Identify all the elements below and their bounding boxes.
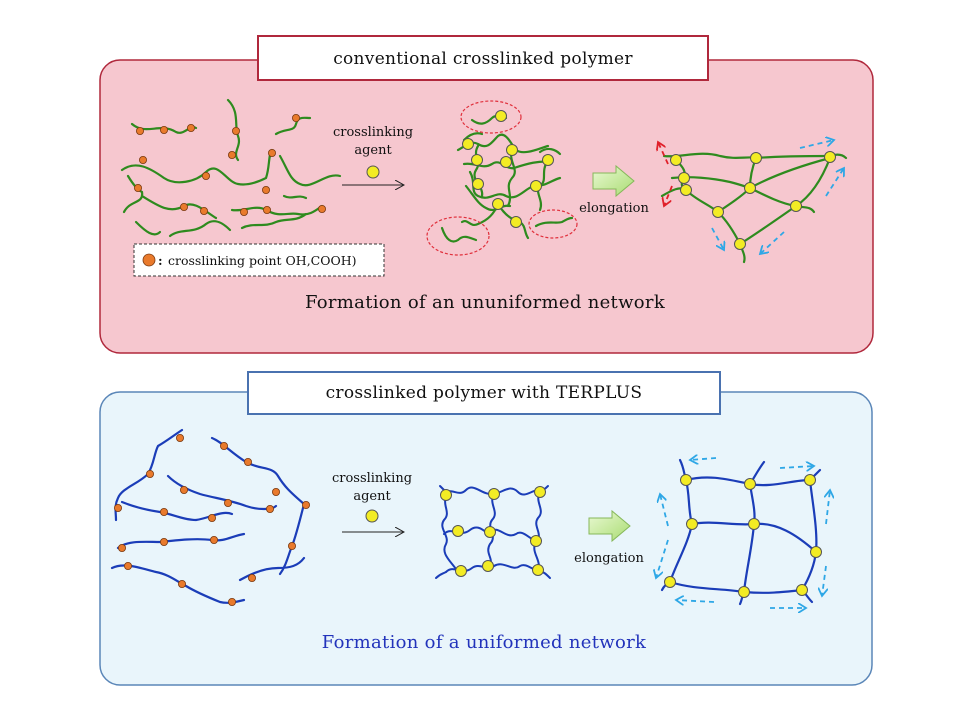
bottom-title: crosslinked polymer with TERPLUS — [326, 383, 643, 403]
blue-stress-arrow-bl — [711, 227, 724, 250]
top-elongation-label: elongation — [579, 201, 649, 216]
top-title: conventional crosslinked polymer — [333, 49, 633, 69]
red-stress-arrow-down — [664, 185, 673, 206]
red-stress-arrow-up — [658, 142, 669, 165]
blue-stress-arrow-tr — [799, 140, 834, 149]
top-panel: conventional crosslinked polymer — [99, 35, 874, 354]
blue-stress-arrow-left — [660, 494, 669, 527]
bottom-stress-arrows — [656, 458, 830, 608]
bottom-network-nodes — [440, 486, 546, 577]
bottom-reagent-label-2: agent — [353, 489, 391, 504]
bottom-caption: Formation of a uniformed network — [322, 632, 647, 653]
blue-stress-arrow-top-left — [690, 458, 717, 460]
dangling-chain-circle-right — [528, 209, 578, 239]
dangling-chain-left — [440, 226, 478, 243]
top-caption: Formation of an ununiformed network — [305, 292, 666, 313]
top-legend-box — [133, 243, 385, 277]
dangling-chain-circle-left — [426, 216, 490, 256]
bottom-reagent-label-1: crosslinking — [332, 471, 412, 486]
bottom-crosslink-points — [114, 433, 310, 607]
top-elongated-nodes — [670, 151, 836, 250]
top-reagent-label-1: crosslinking — [333, 125, 413, 140]
top-network-nodes — [462, 138, 554, 228]
top-title-box — [257, 35, 709, 81]
blue-stress-arrow-right-top — [826, 490, 830, 525]
bottom-elongated-nodes — [664, 474, 822, 598]
top-crosslink-points — [133, 114, 326, 216]
blue-stress-arrow-r — [825, 168, 844, 197]
dangling-chain-right — [534, 216, 574, 228]
bottom-elongation-arrow — [588, 509, 631, 543]
dangling-node-top — [495, 110, 507, 122]
crosslink-point-legend-icon — [142, 253, 156, 267]
top-reagent-label-2: agent — [354, 143, 392, 158]
blue-stress-arrow-left-low — [656, 539, 669, 578]
top-stress-arrows — [658, 140, 844, 254]
legend-text: crosslinking point OH,COOH) — [168, 253, 357, 268]
blue-stress-arrow-br — [760, 231, 785, 254]
bottom-elongation-label: elongation — [574, 551, 644, 566]
bottom-panel: crosslinked polymer with TERPLUS — [99, 371, 873, 686]
bottom-title-box — [247, 371, 721, 415]
bottom-reagent-icon — [365, 509, 379, 523]
top-reagent-icon — [366, 165, 380, 179]
blue-stress-arrow-bottom-left — [676, 600, 715, 602]
legend-marker: : — [158, 253, 163, 268]
blue-stress-arrow-top-right — [779, 466, 814, 468]
top-elongation-arrow — [592, 164, 635, 198]
dangling-chain-circle-top — [460, 100, 522, 134]
